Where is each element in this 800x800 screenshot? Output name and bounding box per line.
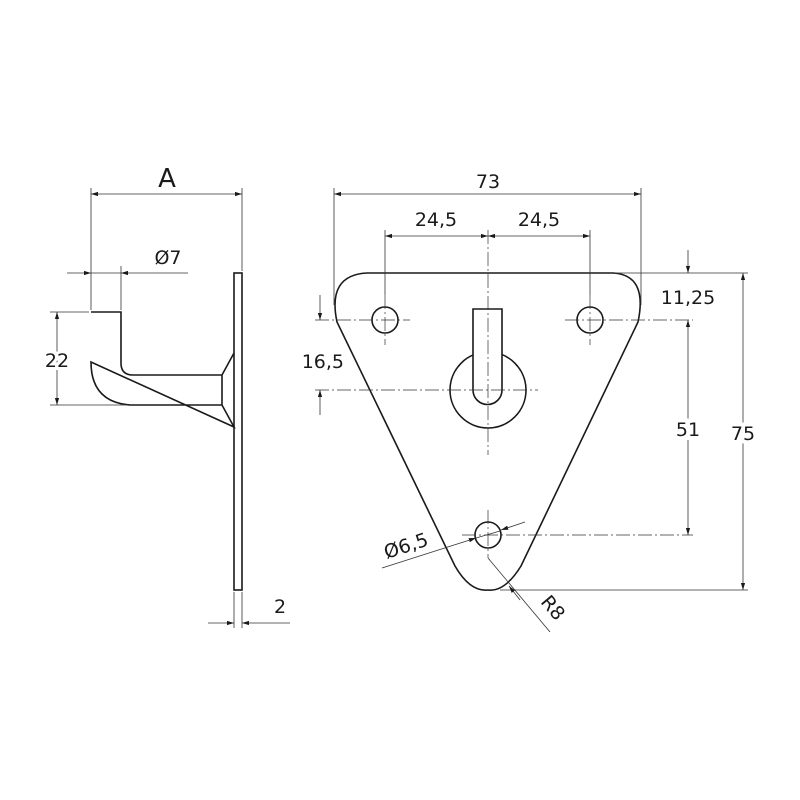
dimension-label-right-offset: 24,5 — [518, 209, 560, 231]
dimension-label-top-to-hole: 11,25 — [661, 287, 715, 309]
triangular-plate — [334, 272, 642, 591]
dimension-label-height: 75 — [731, 423, 755, 445]
dimension-hole-to-center: 16,5 — [302, 295, 344, 415]
dimension-label-A: A — [158, 164, 176, 194]
side-view: A Ø7 22 2 — [42, 164, 290, 628]
dimension-label-hole-diameter: Ø6,5 — [381, 529, 431, 564]
dimension-label-rod-diameter: Ø7 — [154, 247, 181, 269]
dimension-vertical-right: 11,25 51 75 — [500, 250, 759, 591]
dimension-rod-diameter: Ø7 — [67, 247, 188, 310]
dimension-A: A — [90, 164, 243, 310]
dimension-hole-offsets: 24,5 24,5 — [384, 209, 591, 295]
center-lines — [315, 230, 693, 558]
front-view: 73 24,5 24,5 11,25 51 75 16,5 — [302, 171, 759, 633]
dimension-label-hole-to-center: 16,5 — [302, 351, 344, 373]
dimension-label-plate-thickness: 2 — [274, 596, 286, 618]
dimension-corner-radius: R8 — [487, 557, 569, 633]
dimension-label-hook-height: 22 — [45, 350, 69, 372]
dimension-width: 73 — [333, 171, 642, 305]
dimension-label-left-offset: 24,5 — [415, 209, 457, 231]
mounting-plate-side — [233, 272, 243, 591]
hook-rod-side — [90, 311, 236, 429]
dimension-label-vertical-spacing: 51 — [676, 419, 700, 441]
dimension-label-corner-radius: R8 — [536, 591, 569, 625]
dimension-hook-height: 22 — [42, 311, 128, 406]
dimension-plate-thickness: 2 — [208, 592, 290, 628]
hook-rod-front — [472, 308, 503, 406]
dimension-label-width: 73 — [476, 171, 500, 193]
